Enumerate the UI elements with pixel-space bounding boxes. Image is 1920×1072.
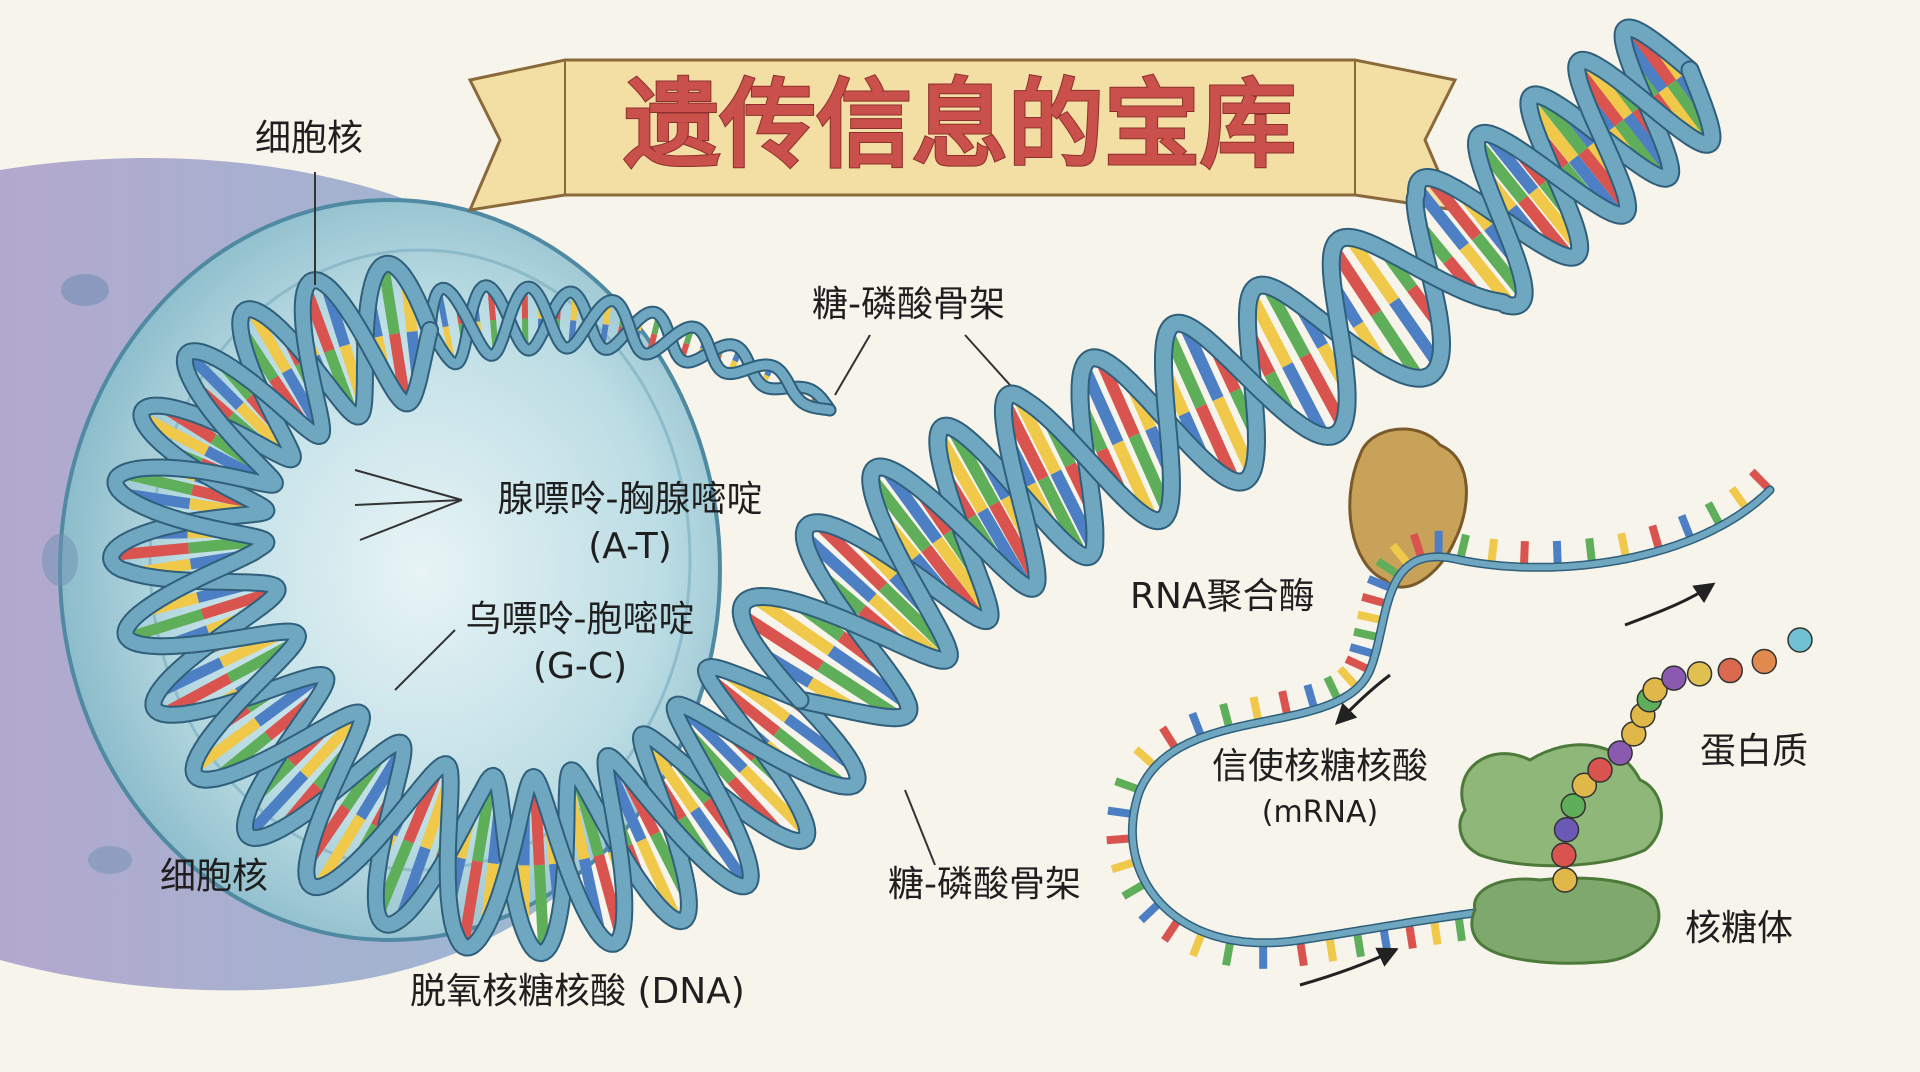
base-pair-half — [378, 263, 400, 335]
leader-gc — [394, 629, 456, 691]
label-nucleus-bottom: 细胞核 — [160, 856, 269, 897]
leader-backbone-top — [834, 334, 871, 396]
amino-acid-bead — [1552, 867, 1578, 893]
amino-acid-bead — [1587, 757, 1613, 783]
label-nucleus-top: 细胞核 — [255, 118, 364, 159]
sugar-phosphate-backbone — [733, 52, 1720, 708]
base-pair-half — [125, 608, 205, 644]
leader-at-2 — [354, 499, 463, 506]
label-gc-pair: 乌嘌呤-胞嘧啶 — [465, 599, 695, 640]
label-ribosome: 核糖体 — [1685, 908, 1794, 949]
base-pair-half — [750, 592, 835, 656]
label-protein: 蛋白质 — [1700, 731, 1809, 772]
sugar-phosphate-backbone — [425, 282, 835, 415]
base-pair-half — [1371, 309, 1425, 382]
dna-double-helix — [102, 18, 1722, 963]
amino-acid-bead — [1551, 842, 1577, 868]
base-pair-half — [690, 806, 752, 889]
base-pair-half — [533, 864, 550, 953]
label-at-abbr: (A-T) — [588, 526, 672, 567]
ribosome-small-subunit — [1470, 876, 1661, 965]
leader-at-3 — [359, 499, 463, 541]
leader-lines — [314, 172, 1011, 866]
nucleus-pore — [42, 534, 78, 586]
mrna-strand — [1106, 468, 1775, 969]
amino-acid-bead — [1661, 665, 1687, 691]
base-pair-half — [110, 542, 190, 561]
amino-acid-bead — [1787, 627, 1813, 653]
label-backbone-bottom: 糖-磷酸骨架 — [888, 864, 1081, 905]
base-pair-half — [183, 349, 244, 410]
arrow-icon — [1299, 947, 1399, 987]
label-gc-abbr: (G-C) — [532, 646, 628, 687]
leader-backbone-top-2 — [964, 334, 1011, 386]
title-banner: 遗传信息的宝库 — [467, 58, 1458, 212]
base-pair-half — [243, 770, 309, 840]
nucleus-pore — [88, 846, 132, 874]
sugar-phosphate-backbone — [108, 273, 865, 955]
amino-acid-bead — [1560, 793, 1587, 819]
leader-at-1 — [354, 469, 463, 501]
amino-acid-bead — [1571, 772, 1598, 799]
page-title: 遗传信息的宝库 — [624, 68, 1296, 181]
amino-acid-bead — [1686, 661, 1713, 687]
base-pair-half — [1389, 297, 1444, 369]
protein-chain — [1551, 627, 1813, 893]
arrow-icon — [1624, 582, 1716, 627]
label-mrna-abbr: (mRNA) — [1261, 795, 1379, 830]
nucleus-pore — [61, 274, 109, 306]
amino-acid-bead — [1553, 817, 1580, 843]
amino-acid-bead — [1751, 648, 1778, 675]
base-pair-half — [738, 609, 824, 672]
leader-backbone-bottom — [904, 789, 936, 866]
base-pair-half — [300, 709, 365, 779]
base-pair-half — [457, 860, 483, 948]
amino-acid-bead — [1607, 740, 1633, 766]
label-at-pair: 腺嘌呤-胸腺嘧啶 — [497, 479, 763, 520]
direction-arrows — [1299, 582, 1716, 987]
label-backbone-top: 糖-磷酸骨架 — [812, 284, 1005, 325]
label-rna-polymerase: RNA聚合酶 — [1130, 576, 1315, 617]
mrna-backbone — [1129, 487, 1773, 946]
label-dna: 脱氧核糖核酸 (DNA) — [410, 971, 745, 1012]
arrow-icon — [1335, 673, 1391, 725]
amino-acid-bead — [1717, 657, 1743, 684]
label-mrna: 信使核糖核酸 — [1211, 746, 1428, 787]
amino-acid-bead — [1642, 677, 1668, 703]
